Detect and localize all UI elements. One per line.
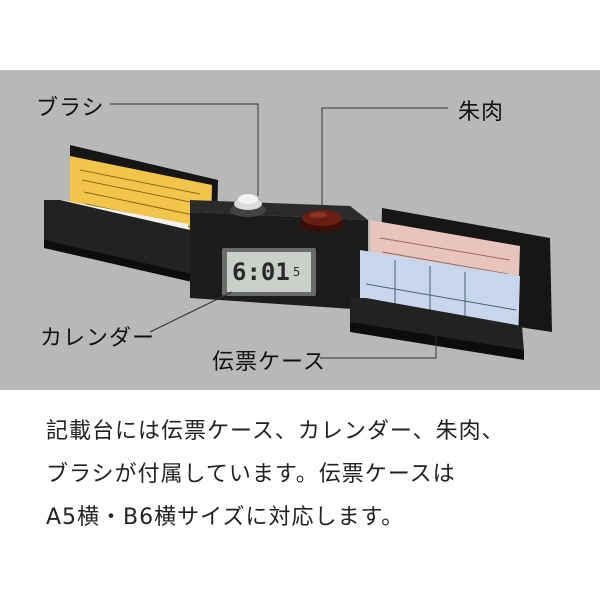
stamp-pad-unit	[300, 210, 344, 232]
callout-stamp-pad: 朱肉	[458, 100, 505, 125]
product-illustration: 6:01 5	[44, 103, 552, 360]
clock-seconds: 5	[293, 265, 300, 279]
right-slip-case	[350, 208, 552, 360]
center-unit: 6:01 5	[190, 194, 368, 310]
left-slip-case	[44, 145, 218, 282]
brush-unit	[230, 194, 266, 217]
callout-brush: ブラシ	[36, 96, 105, 121]
caption-line-3: A5横・B6横サイズに対応します。	[46, 505, 405, 530]
clock-time: 6:01	[232, 258, 290, 286]
callout-calendar: カレンダー	[40, 326, 156, 351]
product-photo: 6:01 5 ブラ	[0, 70, 600, 390]
callout-slip-case: 伝票ケース	[212, 350, 326, 375]
caption-line-2: ブラシが付属しています。伝票ケースは	[46, 462, 456, 487]
lcd-clock: 6:01 5	[222, 248, 316, 296]
product-caption: 記載台には伝票ケース、カレンダー、朱肉、 ブラシが付属しています。伝票ケースは …	[46, 410, 576, 539]
callout-lines	[110, 103, 448, 359]
caption-line-1: 記載台には伝票ケース、カレンダー、朱肉、	[46, 419, 505, 444]
